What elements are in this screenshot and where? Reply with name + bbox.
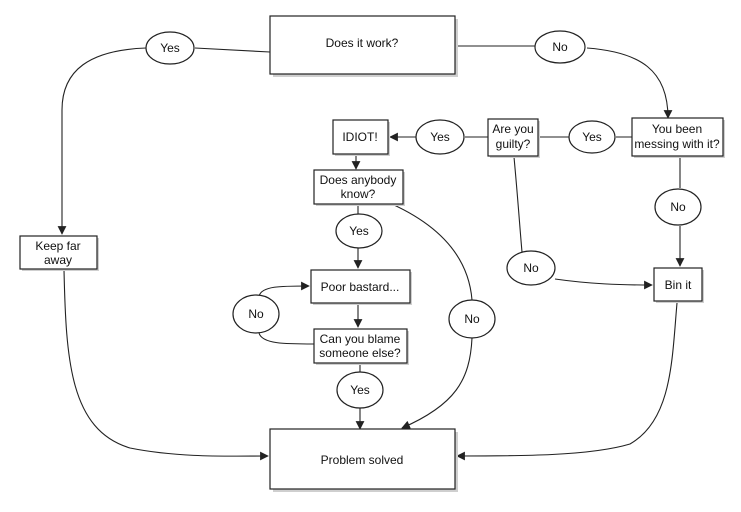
- svg-text:No: No: [464, 312, 480, 326]
- node-are-you-guilty: Are you guilty?: [487, 118, 540, 158]
- svg-text:No: No: [523, 261, 539, 275]
- label-no-blame: No: [232, 294, 280, 334]
- node-label: Bin it: [665, 278, 692, 292]
- node-label-line1: You been: [652, 122, 702, 136]
- node-label: Poor bastard...: [321, 280, 400, 294]
- svg-text:Yes: Yes: [350, 383, 370, 397]
- node-problem-solved: Problem solved: [269, 428, 458, 492]
- node-bin-it: Bin it: [653, 267, 704, 303]
- node-poor-bastard: Poor bastard...: [310, 269, 412, 305]
- svg-text:Yes: Yes: [430, 130, 450, 144]
- node-idiot: IDIOT!: [332, 119, 390, 156]
- label-no-messing: No: [654, 188, 702, 226]
- node-label-line2: know?: [341, 187, 376, 201]
- edge-work-no: [455, 45, 668, 118]
- node-label: IDIOT!: [342, 130, 377, 144]
- label-no-work: No: [534, 30, 586, 64]
- edge-keep-solved: [63, 269, 269, 461]
- node-label: Does it work?: [326, 36, 399, 50]
- node-label-line1: Can you blame: [320, 332, 401, 346]
- node-label-line1: Does anybody: [320, 173, 397, 187]
- node-label-line1: Are you: [492, 122, 533, 136]
- label-no-anybody: No: [448, 299, 496, 339]
- svg-text:Yes: Yes: [582, 130, 602, 144]
- node-label-line1: Keep far: [35, 239, 80, 253]
- svg-text:No: No: [248, 307, 264, 321]
- label-yes-blame: Yes: [336, 371, 384, 409]
- node-messing-with-it: You been messing with it?: [631, 117, 725, 158]
- edge-work-yes: [62, 47, 271, 234]
- label-no-guilty: No: [506, 250, 556, 286]
- svg-text:No: No: [670, 200, 686, 214]
- node-keep-far-away: Keep far away: [19, 235, 99, 271]
- node-label-line2: someone else?: [319, 346, 401, 360]
- label-yes-work: Yes: [145, 31, 195, 65]
- svg-text:No: No: [552, 40, 568, 54]
- node-does-anybody-know: Does anybody know?: [313, 169, 405, 206]
- node-can-you-blame: Can you blame someone else?: [313, 328, 409, 365]
- edge-anybody-no: [384, 200, 473, 428]
- label-yes-anybody: Yes: [335, 213, 383, 249]
- svg-text:Yes: Yes: [349, 224, 369, 238]
- label-yes-guilty: Yes: [415, 119, 465, 155]
- edge-guilty-no: [513, 156, 652, 285]
- node-label-line2: messing with it?: [634, 137, 720, 151]
- node-label: Problem solved: [321, 453, 404, 467]
- node-label-line2: away: [44, 253, 72, 267]
- label-yes-messing: Yes: [568, 120, 616, 154]
- node-label-line2: guilty?: [496, 137, 531, 151]
- edge-bin-solved: [456, 302, 678, 461]
- svg-text:Yes: Yes: [160, 41, 180, 55]
- edge-blame-no: [258, 286, 314, 345]
- node-does-it-work: Does it work?: [269, 15, 458, 77]
